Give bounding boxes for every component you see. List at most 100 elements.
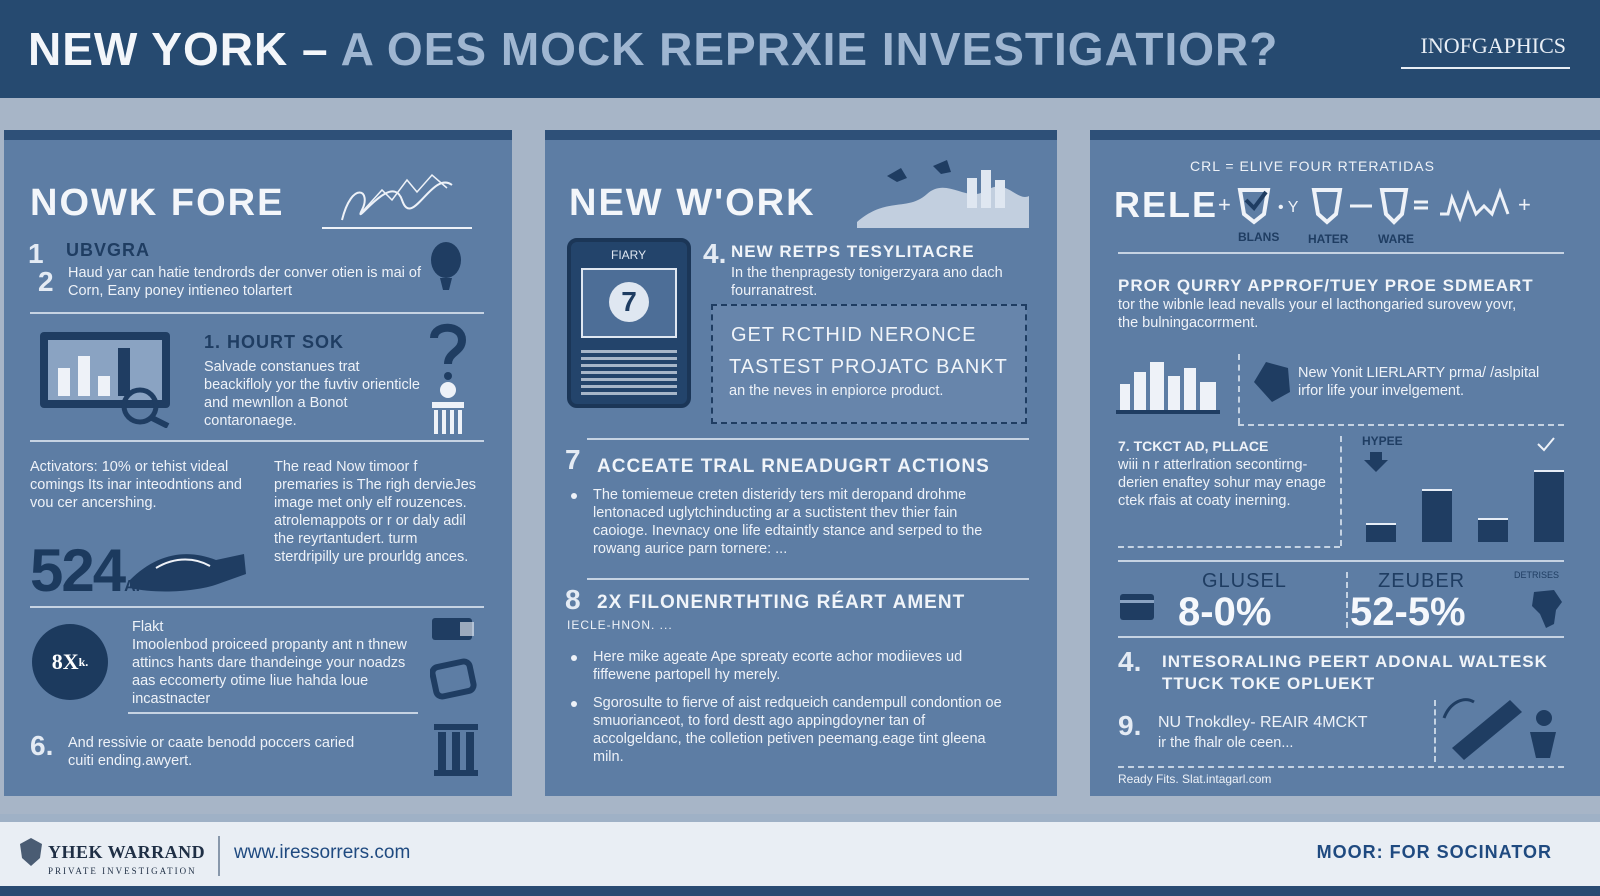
africa-icon (1532, 590, 1562, 628)
item6-number: 6. (30, 730, 54, 761)
divider (587, 578, 1029, 580)
item8-bullets: Here mike ageate Ape spreaty ecorte acho… (567, 648, 1007, 766)
col-right-text: The read Now timoor f premaries is The r… (274, 459, 477, 565)
shield-icon: + • Y + (1218, 187, 1531, 225)
list-item: Sgorosulte to fierve of aist redqueich c… (567, 694, 1007, 766)
chart-bar-3 (1478, 518, 1508, 542)
ad-text: wiii n r atterlration secontirng-derien … (1118, 457, 1326, 509)
crest-icon (20, 838, 42, 866)
big-stat: 524A. (30, 537, 140, 604)
item2-number: 2 (38, 266, 54, 297)
chart-label: HYPEE (1362, 434, 1403, 448)
svg-text:• Y: • Y (1278, 199, 1299, 216)
item6-text: And ressivie or caate benodd poccers car… (68, 735, 355, 769)
divider (30, 606, 484, 608)
item2-text: Haud yar can hatie tendrords der conver … (68, 265, 422, 299)
badge-text: Imoolenbod proiceed propanty ant n thnew… (132, 637, 407, 707)
divider (1118, 252, 1564, 254)
footer-brand: YHEK WARRAND (48, 842, 206, 862)
item4-title-line1: INTESORALING PEERT ADONAL WALTESK (1162, 652, 1548, 671)
item4-number: 4. (1118, 646, 1142, 677)
monitor-magnifier-icon (40, 332, 170, 428)
page-title: NEW YORK – A OES MOCK REPRXIE INVESTIGAT… (28, 22, 1278, 76)
footer-brand-sub: PRIVATE INVESTIGATION (48, 866, 197, 876)
ad-title: 7. TCKCT AD, PLLACE (1118, 438, 1269, 454)
hands-icon (130, 554, 246, 592)
bar-chart: HYPEE (1356, 434, 1564, 546)
list-item: Here mike ageate Ape spreaty ecorte acho… (567, 648, 1007, 684)
footer-right-text: MOOR: FOR SOCINATOR (1316, 842, 1552, 862)
stat1-label: GLUSEL (1202, 570, 1287, 592)
divider (587, 438, 1029, 440)
divider (1118, 560, 1564, 562)
columns-icon (434, 724, 478, 776)
title-main: NEW YORK – (28, 23, 329, 75)
item3-text: Salvade constanues trat beackifloly yor … (204, 359, 420, 429)
wallet-icon (1120, 594, 1154, 620)
item8-sub: IECLE-HNON. ... (567, 618, 673, 632)
box-line3: an the neves in enpiorce product. (729, 383, 944, 399)
item9-text: ir the fhalr ole ceen... (1158, 735, 1294, 751)
box-line1: GET RCTHID NERONCE (731, 324, 977, 346)
panel-right: CRL = ELIVE FOUR RTERATIDAS RELE + • Y +… (1090, 130, 1600, 796)
footer-url-link[interactable]: www.iressorrers.com (234, 842, 411, 863)
panel1-heading: NOWK FORE (30, 182, 285, 224)
svg-text:+: + (1218, 192, 1231, 217)
box-line2: TASTEST PROJATC BANKT (729, 356, 1008, 378)
item7-bullets: The tomiemeue creten disteridy ters mit … (567, 486, 1007, 558)
hand-icon (1254, 362, 1290, 402)
item8-number: 8 (565, 584, 581, 615)
footnote: Ready Fits. Slat.intagarl.com (1118, 772, 1272, 786)
badge-title: Flakt (132, 619, 164, 635)
item3-title: 1. HOURT SOK (204, 332, 345, 352)
question-icon (430, 323, 467, 434)
panel3-heading: RELE (1114, 184, 1219, 225)
svg-text:+: + (1518, 192, 1531, 217)
chart-bar-1 (1366, 523, 1396, 542)
item1-title: UBVGRA (66, 240, 151, 260)
camera-icon (430, 618, 477, 700)
handcuffs-icon (430, 658, 477, 700)
item4-title: NEW RETPS TESYLITACRE (731, 242, 975, 261)
check-icon (1537, 437, 1555, 452)
tablet-map-icon: FIARY 7 (567, 238, 691, 408)
city-text: New Yonit LIERLARTY prma/ /aslpital irfo… (1298, 365, 1540, 399)
city-icon (1116, 362, 1220, 414)
chart-bar-4 (1534, 470, 1564, 542)
top-caption: CRL = ELIVE FOUR RTERATIDAS (1190, 158, 1435, 174)
stat2-label: ZEUBER (1378, 570, 1466, 592)
divider (30, 312, 484, 314)
list-item: The tomiemeue creten disteridy ters mit … (567, 486, 1007, 558)
item4-text: In the thenpragesty tonigerzyara ano dac… (731, 265, 1003, 299)
chart-bar-2 (1422, 489, 1452, 542)
item7-title: ACCEATE TRAL RNEADUGRT ACTIONS (597, 456, 990, 477)
skyline-icon (857, 160, 1029, 228)
icon-label-2: HATER (1308, 232, 1349, 246)
divider (128, 712, 418, 714)
icon-label-3: WARE (1378, 232, 1414, 246)
arrow-down-icon (1364, 452, 1388, 472)
divider (1118, 636, 1564, 638)
item4-title-line2: TTUCK TOKE OPLUEKT (1162, 674, 1376, 693)
stat1-value: 8-0% (1178, 590, 1272, 634)
stat-corner: DETRISES (1514, 570, 1560, 580)
icon-label-1: BLANS (1238, 230, 1280, 244)
balloon-icon (431, 242, 461, 290)
item9-title: NU Tnokdley- REAIR 4MCKT (1158, 714, 1368, 731)
highlight-box: GET RCTHID NERONCE TASTEST PROJATC BANKT… (711, 304, 1027, 424)
signature-icon (322, 173, 472, 229)
col-left-text: Activators: 10% or tehist videal comings… (30, 459, 242, 511)
title-rest: A OES MOCK REPRXIE INVESTIGATIOR? (340, 23, 1279, 75)
divider (30, 440, 484, 442)
item9-number: 9. (1118, 710, 1142, 741)
stat2-value: 52-5% (1350, 590, 1466, 634)
item-text: tor the wibnle lead nevalls your el lact… (1118, 297, 1517, 331)
item7-number: 7 (565, 444, 581, 475)
item8-title: 2X FILONENRTHTING RÉART AMENT (597, 592, 966, 613)
panel2-heading: NEW W'ORK (569, 182, 816, 224)
panel-left: NOWK FORE 1 UBVGRA 2 Haud yar can hatie … (4, 130, 512, 796)
item1-number: 1 (28, 238, 44, 269)
tool-icon (1442, 698, 1556, 760)
item-title: PROR QURRY APPROF/TUEY PROE SDMEART (1118, 276, 1534, 295)
